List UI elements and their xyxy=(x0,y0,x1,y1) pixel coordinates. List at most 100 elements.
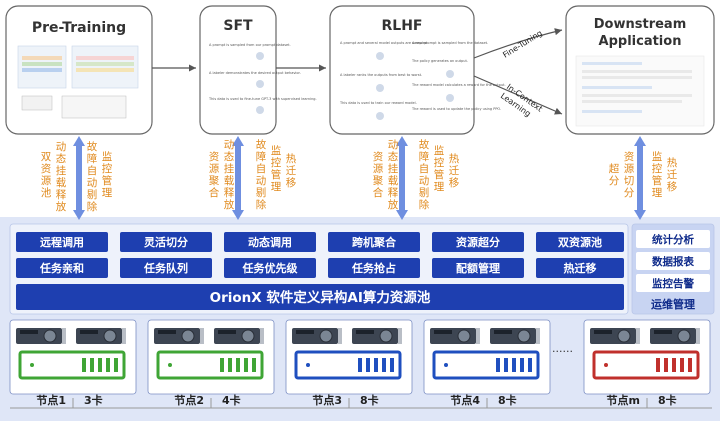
svg-text:双资源池: 双资源池 xyxy=(558,235,602,249)
svg-text:配额管理: 配额管理 xyxy=(456,261,500,275)
rlhf-step1: A prompt and several model outputs are s… xyxy=(340,41,428,45)
svg-text:任务亲和: 任务亲和 xyxy=(39,261,84,275)
vlabel-2b: 资源聚合 xyxy=(209,151,220,199)
vertical-labels: 动态挂载释放 双资源池 故障自动剔除 监控管理 动态挂载释放 资源聚合 故障自动… xyxy=(41,138,678,213)
vlabel-1d: 监控管理 xyxy=(102,150,113,199)
arrow-in-context xyxy=(473,75,563,115)
svg-text:跨机聚合: 跨机聚合 xyxy=(352,235,397,249)
label-fine-tuning: Fine-Tuning xyxy=(501,28,544,59)
vlabel-2a: 动态挂载释放 xyxy=(224,139,235,211)
feature-oversubscribe[interactable] xyxy=(432,232,524,252)
vlabel-2d: 监控管理 xyxy=(271,144,282,193)
feature-task-priority[interactable] xyxy=(224,258,316,278)
svg-text:任务队列: 任务队列 xyxy=(143,261,188,275)
node-name: 节点2 xyxy=(174,393,204,407)
svg-text:灵活切分: 灵活切分 xyxy=(144,235,188,249)
vlabel-3c: 故障自动剔除 xyxy=(419,138,430,211)
feature-task-queue[interactable] xyxy=(120,258,212,278)
stage-rlhf: RLHF A prompt and several model outputs … xyxy=(329,5,506,135)
svg-text:统计分析: 统计分析 xyxy=(652,233,694,246)
svg-text:资源超分: 资源超分 xyxy=(456,235,500,249)
nodes-ellipsis: ...... xyxy=(552,342,573,355)
feature-row-2: 任务亲和 任务队列 任务优先级 任务抢占 配额管理 热迁移 xyxy=(16,258,624,278)
vlabel-1a-text: 动态挂载释放 xyxy=(56,141,67,213)
vlabel-4b-text: 超分 xyxy=(609,162,620,187)
double-arrow-4 xyxy=(634,136,646,220)
ops-statistics[interactable] xyxy=(636,230,710,248)
feature-remote-call[interactable] xyxy=(16,232,108,252)
vlabel-4a-text: 资源切分 xyxy=(624,151,635,199)
vlabel-3e: 热迁移 xyxy=(449,152,460,189)
node-cards: 8卡 xyxy=(360,393,379,407)
node-1[interactable]: 节点1 3卡 xyxy=(9,319,137,408)
double-arrow-3 xyxy=(396,136,408,220)
vlabel-1b-text: 双资源池 xyxy=(41,151,52,199)
feature-cross-machine[interactable] xyxy=(328,232,420,252)
rlhf-step5: The policy generates an output. xyxy=(411,59,468,63)
vlabel-4c: 监控管理 xyxy=(652,150,663,199)
vlabel-3a: 动态挂载释放 xyxy=(388,139,399,211)
vlabel-2e: 热迁移 xyxy=(286,152,297,189)
vlabel-1d-text: 监控管理 xyxy=(102,150,113,199)
svg-text:远程调用: 远程调用 xyxy=(40,235,84,249)
vlabel-2c: 故障自动剔除 xyxy=(256,138,267,211)
sft-step3: This data is used to fine-tune GPT-3 wit… xyxy=(208,97,317,101)
node-cards: 8卡 xyxy=(658,393,677,407)
feature-dynamic-call[interactable] xyxy=(224,232,316,252)
svg-text:任务优先级: 任务优先级 xyxy=(242,261,299,275)
ops-reports[interactable] xyxy=(636,252,710,270)
feature-task-affinity[interactable] xyxy=(16,258,108,278)
node-cards: 8卡 xyxy=(498,393,517,407)
feature-row-1: 远程调用 灵活切分 动态调用 跨机聚合 资源超分 双资源池 xyxy=(16,232,624,252)
stage-downstream: Downstream Application xyxy=(565,5,715,135)
feature-task-preempt[interactable] xyxy=(328,258,420,278)
vlabel-3b-text: 资源聚合 xyxy=(373,151,384,199)
vlabel-4a: 资源切分 xyxy=(624,151,635,199)
svg-text:监控告警: 监控告警 xyxy=(652,277,694,290)
double-arrow-2 xyxy=(232,136,244,220)
stage-title-pretraining: Pre-Training xyxy=(32,20,126,36)
ops-title: 运维管理 xyxy=(651,297,695,311)
arrow-fine-tuning xyxy=(473,28,563,59)
stage-title-sft: SFT xyxy=(223,18,253,34)
feature-dual-pool[interactable] xyxy=(536,232,624,252)
svg-text:热迁移: 热迁移 xyxy=(564,261,597,275)
feature-flexible-split[interactable] xyxy=(120,232,212,252)
vlabel-2d-text: 监控管理 xyxy=(271,144,282,193)
vlabel-4d-text: 热迁移 xyxy=(667,156,678,193)
vlabel-2c-text: 故障自动剔除 xyxy=(256,138,267,211)
node-cards: 3卡 xyxy=(84,393,103,407)
rlhf-step3: This data is used to train our reward mo… xyxy=(339,101,417,105)
feature-quota[interactable] xyxy=(432,258,524,278)
vlabel-3a-text: 动态挂载释放 xyxy=(388,139,399,211)
vlabel-2a-text: 动态挂载释放 xyxy=(224,139,235,211)
rlhf-step7: The reward is used to update the policy … xyxy=(411,107,501,111)
vlabel-4b: 超分 xyxy=(609,162,620,187)
stage-title-rlhf: RLHF xyxy=(382,18,423,34)
sft-step1: A prompt is sampled from our prompt data… xyxy=(209,43,291,47)
vlabel-3e-text: 热迁移 xyxy=(449,152,460,189)
ops-alerts[interactable] xyxy=(636,274,710,292)
vlabel-3c-text: 故障自动剔除 xyxy=(419,138,430,211)
stage-title-downstream-2: Application xyxy=(599,34,682,49)
resource-pool-title: OrionX 软件定义异构AI算力资源池 xyxy=(210,289,431,306)
stage-sft: SFT A prompt is sampled from our prompt … xyxy=(199,5,317,135)
sft-step2: A labeler demonstrates the desired outpu… xyxy=(209,71,301,75)
stage-pretraining: Pre-Training xyxy=(5,5,153,135)
feature-live-migration[interactable] xyxy=(536,258,624,278)
rlhf-step6: The reward model calculates a reward for… xyxy=(411,83,506,87)
svg-text:数据报表: 数据报表 xyxy=(651,255,694,268)
vlabel-2e-text: 热迁移 xyxy=(286,152,297,189)
vlabel-1b: 双资源池 xyxy=(41,151,52,199)
vlabel-3d-text: 监控管理 xyxy=(434,144,445,193)
vlabel-4c-text: 监控管理 xyxy=(652,150,663,199)
rlhf-step2: A labeler ranks the outputs from best to… xyxy=(340,73,422,77)
node-name: 节点1 xyxy=(36,393,66,407)
vlabel-1c: 故障自动剔除 xyxy=(87,140,98,213)
